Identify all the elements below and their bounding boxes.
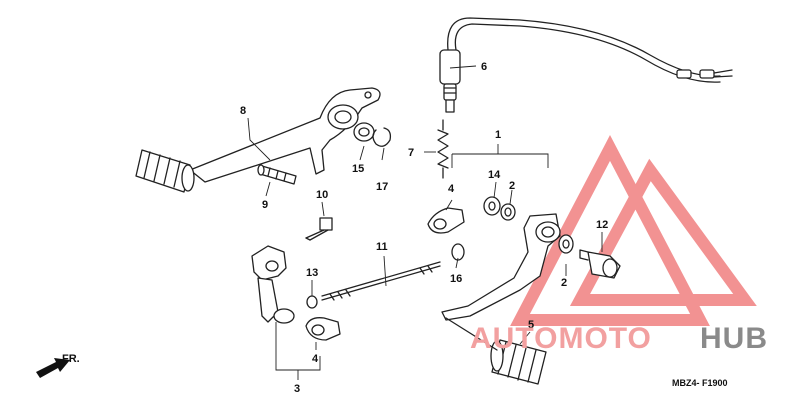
switch-cable-6 bbox=[439, 17, 733, 113]
label-part-17: 17 bbox=[376, 181, 388, 193]
ball-joint-4-upper bbox=[427, 207, 465, 234]
nut-13 bbox=[306, 295, 318, 309]
circlip-17 bbox=[372, 127, 392, 147]
label-part-3: 3 bbox=[294, 383, 300, 395]
pivot-bolt-12 bbox=[579, 249, 621, 279]
watermark-brand-secondary: HUB bbox=[700, 322, 768, 355]
washer-2-upper bbox=[500, 203, 516, 221]
label-part-8: 8 bbox=[240, 105, 246, 117]
spring-7 bbox=[437, 119, 449, 179]
shift-rod-11 bbox=[321, 261, 441, 301]
diagram-code: MBZ4- F1900 bbox=[672, 378, 728, 388]
label-part-5: 5 bbox=[528, 319, 534, 331]
watermark-brand-primary: AUTOMOTO bbox=[470, 322, 652, 355]
washer-14 bbox=[483, 196, 501, 216]
label-part-2-upper: 2 bbox=[509, 180, 515, 192]
label-part-2-lower: 2 bbox=[561, 277, 567, 289]
pivot-pin-9 bbox=[257, 164, 297, 185]
washer-2-lower bbox=[558, 234, 574, 254]
label-part-14: 14 bbox=[488, 169, 501, 181]
bolt-10 bbox=[305, 217, 333, 241]
label-part-15: 15 bbox=[352, 163, 364, 175]
brake-pedal-8 bbox=[135, 87, 381, 193]
nut-16 bbox=[451, 243, 465, 261]
label-part-12: 12 bbox=[596, 219, 608, 231]
callout-lines bbox=[247, 65, 603, 380]
label-part-13: 13 bbox=[306, 267, 318, 279]
label-part-11: 11 bbox=[376, 241, 388, 253]
washer-15 bbox=[353, 122, 375, 142]
front-direction-label: FR. bbox=[62, 353, 80, 365]
label-part-7: 7 bbox=[408, 147, 414, 159]
watermark-logo bbox=[510, 135, 757, 326]
gearshift-pedal-5 bbox=[441, 213, 561, 385]
label-part-9: 9 bbox=[262, 199, 268, 211]
link-arm-3 bbox=[251, 245, 295, 324]
watermark-text: AUTOMOTO HUB bbox=[470, 322, 768, 355]
label-part-10: 10 bbox=[316, 189, 328, 201]
part-labels: 1 2 2 3 4 4 5 6 7 8 9 10 11 12 13 14 15 … bbox=[240, 61, 608, 395]
label-part-1: 1 bbox=[495, 129, 501, 141]
ball-joint-4-lower bbox=[305, 317, 341, 341]
label-part-16: 16 bbox=[450, 273, 462, 285]
label-part-4-upper: 4 bbox=[448, 183, 455, 195]
label-part-6: 6 bbox=[481, 61, 487, 73]
front-direction-arrow-icon bbox=[36, 358, 70, 378]
label-part-4-lower: 4 bbox=[312, 353, 319, 365]
